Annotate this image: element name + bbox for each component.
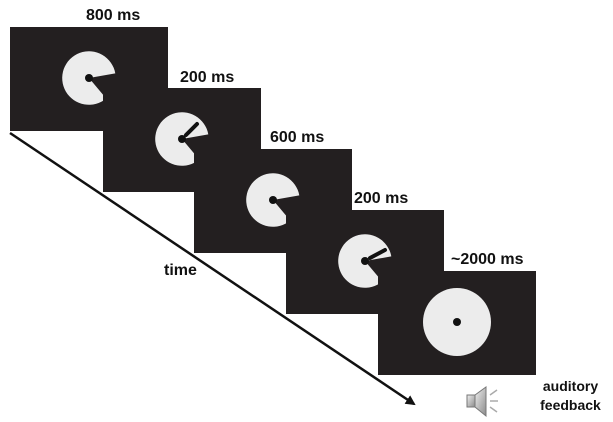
frame-1-duration: 800 ms <box>86 7 141 24</box>
speaker-icon <box>466 386 498 418</box>
feedback-line-1: auditory <box>542 378 599 394</box>
fixation-dot <box>361 257 369 265</box>
response-line <box>368 248 387 260</box>
fixation-dot <box>85 74 93 82</box>
feedback-label: auditory feedback <box>528 377 613 415</box>
stimulus-frame-5 <box>378 271 536 375</box>
fixation-dot <box>453 318 461 326</box>
frame-5-duration: ~2000 ms <box>451 251 524 268</box>
frame-2-duration: 200 ms <box>180 69 235 86</box>
fixation-dot <box>269 196 277 204</box>
time-label: time <box>164 262 197 279</box>
frame-4-duration: 200 ms <box>354 190 409 207</box>
response-line <box>184 122 199 137</box>
feedback-line-2: feedback <box>540 397 601 413</box>
frame-3-duration: 600 ms <box>270 129 325 146</box>
fixation-dot <box>178 135 186 143</box>
